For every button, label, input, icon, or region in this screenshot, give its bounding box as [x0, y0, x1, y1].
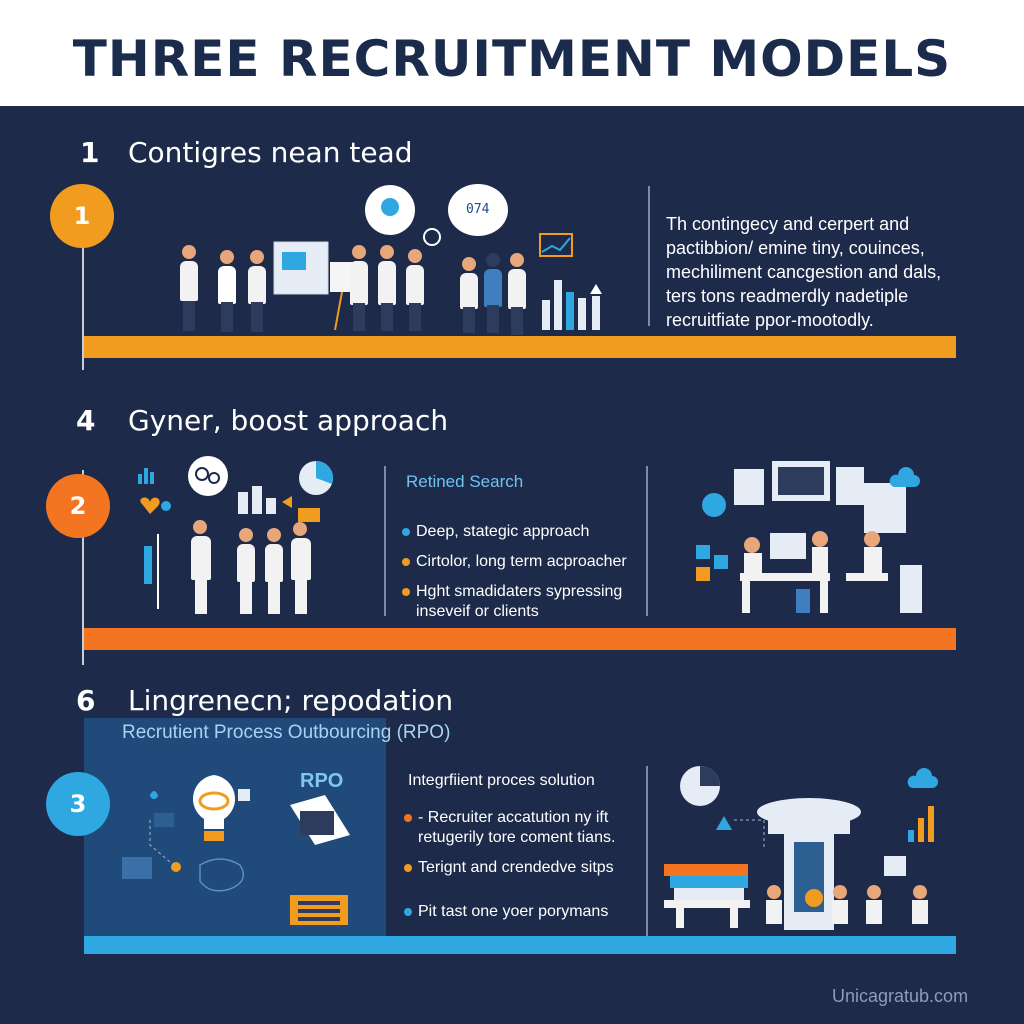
section-3-bullet: Pit tast one yoer porymans — [404, 902, 634, 922]
section-1-heading: Contigres nean tead — [128, 136, 413, 169]
section-3-subheading: Recrutient Process Outbourcing (RPO) — [122, 722, 451, 743]
section-2-column-title: Retined Search — [406, 472, 524, 491]
watermark: Unicagratub.com — [832, 986, 969, 1006]
office-workstation-illustration — [696, 461, 922, 613]
bullet-dot — [402, 528, 410, 536]
rpo-building-illustration — [664, 766, 938, 930]
section-3-right-illustration — [664, 760, 954, 935]
bullet-text: Cirtolor, long term acproacher — [416, 553, 627, 570]
section-3-badge-label: 3 — [69, 790, 87, 818]
bullet-dot — [404, 814, 412, 822]
page-title: THREE RECRUITMENT MODELS — [72, 30, 952, 88]
section-1-badge: 1 — [50, 184, 114, 248]
section-2-divider-right — [646, 466, 648, 616]
bullet-text: Deep, stategic approach — [416, 523, 590, 540]
description-line: pactibbion/ emine tiny, couinces, — [666, 238, 925, 258]
process-network-illustration — [122, 775, 350, 925]
section-2-bar — [84, 628, 956, 650]
strategy-team-illustration — [138, 456, 334, 609]
section-2-bullet: Deep, stategic approach — [402, 522, 642, 542]
section-3-bullet: Terignt and crendedve sitps — [404, 858, 634, 878]
rpo-label: RPO — [300, 770, 344, 792]
bullet-dot — [404, 864, 412, 872]
section-2-badge: 2 — [46, 474, 110, 538]
section-1-illustration: 074 — [170, 180, 620, 335]
section-1-divider — [648, 186, 650, 326]
title-banner — [0, 0, 1024, 106]
section-2-bullet: Hght smadidaters sypressing inseveif or … — [402, 582, 638, 622]
section-2-people — [185, 520, 335, 620]
bullet-text: Pit tast one yoer porymans — [418, 903, 609, 920]
section-3-column-title: Integrfiient proces solution — [408, 772, 595, 789]
bullet-text: Hght smadidaters sypressing inseveif or … — [416, 583, 623, 620]
bullet-text: - Recruiter accatution ny ift retugerily… — [418, 809, 616, 846]
bullet-text: Terignt and crendedve sitps — [418, 859, 614, 876]
section-3-number: 6 — [76, 684, 96, 717]
bubble-text: 074 — [466, 202, 490, 217]
section-2-bullet: Cirtolor, long term acproacher — [402, 552, 642, 572]
team-meeting-illustration — [273, 184, 602, 331]
bullet-dot — [404, 908, 412, 916]
section-1-badge-label: 1 — [73, 202, 91, 230]
section-1-bar — [84, 336, 956, 358]
section-2-heading: Gyner, boost approach — [128, 404, 449, 437]
section-2-number: 4 — [76, 404, 96, 437]
description-line: recruitfiate ppor-mootodly. — [666, 310, 874, 330]
bullet-dot — [402, 558, 410, 566]
section-3-left-illustration — [110, 765, 380, 935]
timeline-line — [82, 240, 84, 370]
description-line: ters tons readmerdly nadetiple — [666, 286, 909, 306]
section-3-divider — [646, 766, 648, 936]
section-1-description: Th contingecy and cerpert and pactibbion… — [666, 212, 966, 332]
section-3-heading: Lingrenecn; repodation — [128, 684, 454, 717]
section-2-divider-left — [384, 466, 386, 616]
description-line: Th contingecy and cerpert and — [666, 214, 910, 234]
section-3-bullet: - Recruiter accatution ny ift retugerily… — [404, 808, 634, 848]
timeline-line — [82, 470, 84, 665]
section-1-number: 1 — [80, 136, 100, 169]
section-2-left-illustration — [128, 454, 358, 619]
section-1-people — [170, 245, 530, 335]
section-3-bar — [84, 936, 956, 954]
description-line: mechiliment cancgestion and dals, — [666, 262, 942, 282]
section-2-badge-label: 2 — [69, 492, 87, 520]
section-2-right-illustration — [690, 455, 940, 620]
bullet-dot — [402, 588, 410, 596]
section-3-badge: 3 — [46, 772, 110, 836]
